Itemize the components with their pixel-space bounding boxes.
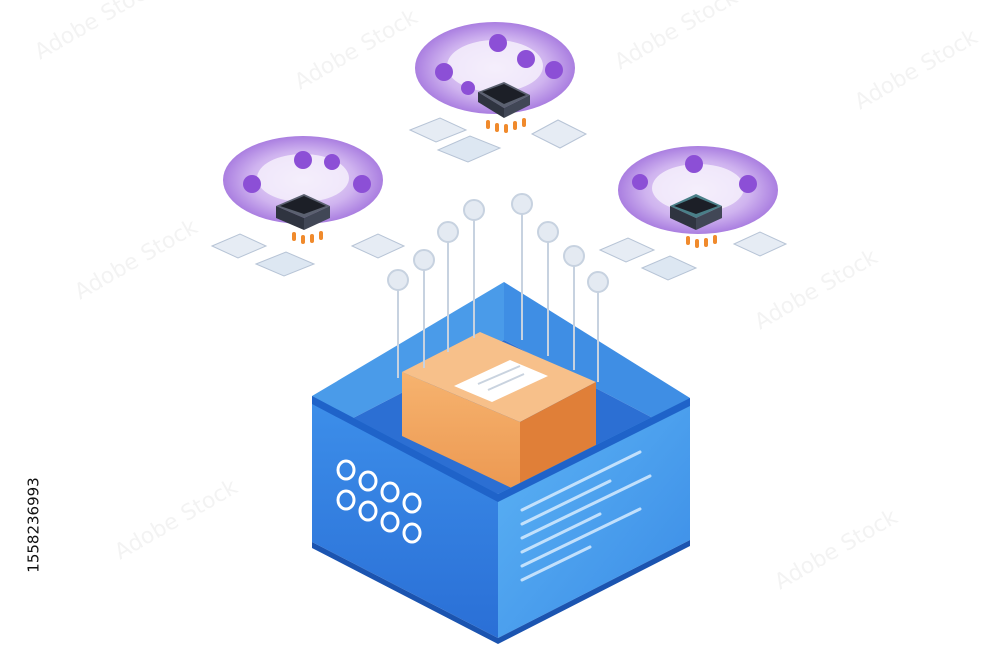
coin-icon xyxy=(489,34,507,52)
signal-pin-icon xyxy=(511,193,533,340)
stock-id-label: 1558236993 xyxy=(25,477,43,572)
coin-icon xyxy=(324,154,340,170)
box-back-left-wall xyxy=(312,282,504,430)
coin-icon xyxy=(243,175,261,193)
data-lines xyxy=(520,450,652,582)
document-card xyxy=(350,233,406,259)
signal-pin-icon xyxy=(563,245,585,370)
drone-legs xyxy=(292,231,323,244)
signal-pin-icon xyxy=(537,221,559,356)
coin-icon xyxy=(435,63,453,81)
svg-text:Adobe Stock: Adobe Stock xyxy=(771,505,903,596)
coin-icon xyxy=(545,61,563,79)
drone-left xyxy=(210,136,406,277)
stock-id-text: 1558236993 xyxy=(25,477,43,572)
drone-right xyxy=(598,146,788,281)
coin-icon xyxy=(632,174,648,190)
signal-pin-icon xyxy=(463,199,485,338)
package-icon xyxy=(402,332,596,492)
document-card xyxy=(210,233,268,259)
coin-icon xyxy=(739,175,757,193)
svg-text:Adobe Stock: Adobe Stock xyxy=(291,5,423,96)
document-card xyxy=(640,255,698,281)
drone-legs xyxy=(486,118,526,133)
svg-text:Adobe Stock: Adobe Stock xyxy=(31,0,163,65)
svg-text:Adobe Stock: Adobe Stock xyxy=(611,0,743,75)
package-label xyxy=(454,360,548,402)
svg-text:Adobe Stock: Adobe Stock xyxy=(751,245,883,336)
signal-pin-icon xyxy=(413,249,435,368)
document-card xyxy=(254,251,316,277)
svg-text:Adobe Stock: Adobe Stock xyxy=(71,215,203,306)
document-card xyxy=(598,237,656,263)
document-card xyxy=(732,231,788,257)
coin-icon xyxy=(461,81,475,95)
document-card xyxy=(530,119,588,149)
svg-text:Adobe Stock: Adobe Stock xyxy=(111,475,243,566)
drone-legs xyxy=(686,235,717,248)
signal-pin-icon xyxy=(587,271,609,382)
coin-icon xyxy=(685,155,703,173)
document-card xyxy=(436,135,502,163)
coin-icon xyxy=(294,151,312,169)
drone-top xyxy=(408,22,588,163)
document-card xyxy=(408,117,468,143)
signal-pin-icon xyxy=(437,221,459,352)
box-front-left-panel xyxy=(312,396,498,638)
signal-pins xyxy=(387,193,609,382)
svg-text:Adobe Stock: Adobe Stock xyxy=(851,25,983,116)
coin-grid xyxy=(336,459,422,544)
coin-icon xyxy=(517,50,535,68)
container-box xyxy=(312,282,690,644)
coin-icon xyxy=(353,175,371,193)
signal-pin-icon xyxy=(387,269,409,378)
